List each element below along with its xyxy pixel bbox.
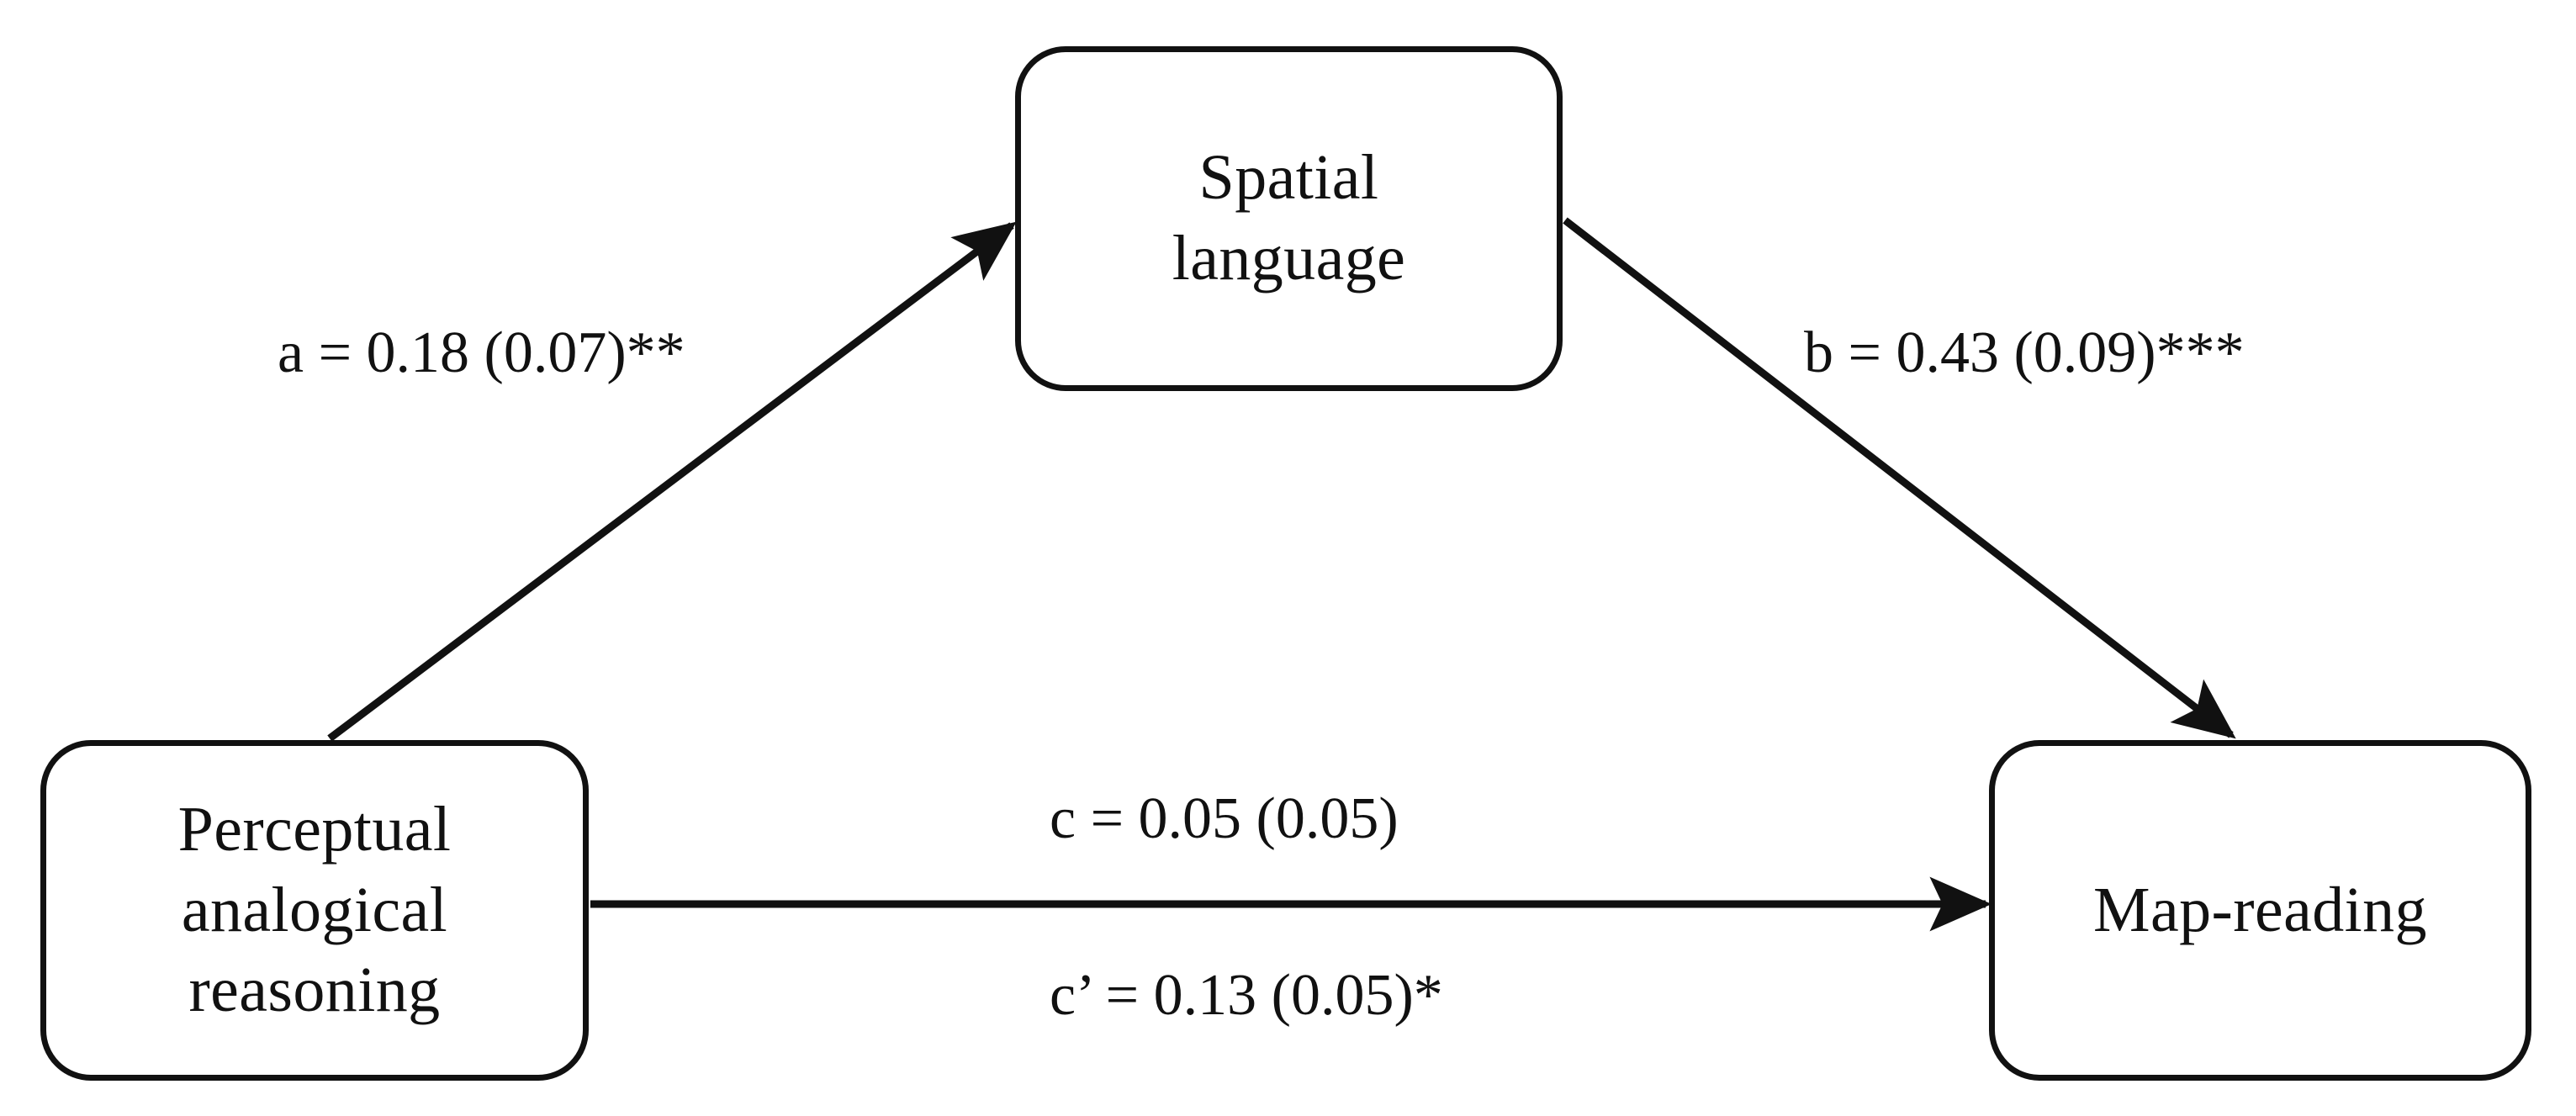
node-spatial-language-label: Spatial language [1172, 142, 1406, 294]
node-map-reading[interactable]: Map-reading [1989, 740, 2531, 1081]
path-label-c-prime: c’ = 0.13 (0.05)* [1050, 963, 1443, 1028]
node-spatial-language[interactable]: Spatial language [1015, 46, 1563, 391]
node-perceptual-analogical-reasoning-label: Perceptual analogical reasoning [177, 793, 452, 1026]
node-perceptual-analogical-reasoning[interactable]: Perceptual analogical reasoning [40, 740, 589, 1081]
path-label-a: a = 0.18 (0.07)** [278, 320, 685, 385]
path-label-b: b = 0.43 (0.09)*** [1804, 320, 2245, 385]
arrow-path-b [1563, 217, 2236, 739]
node-map-reading-label: Map-reading [2093, 874, 2427, 945]
arrow-path-a [327, 221, 1017, 742]
path-label-c: c = 0.05 (0.05) [1050, 786, 1399, 851]
